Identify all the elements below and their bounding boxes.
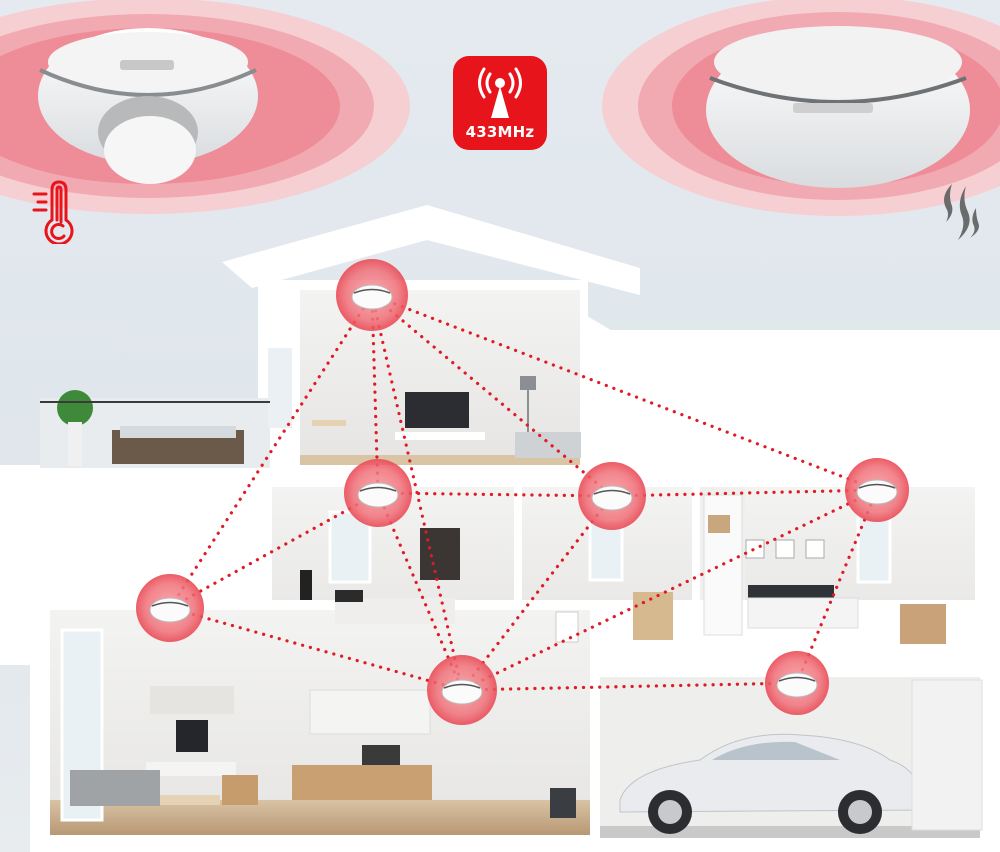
- smoke-icon: [944, 184, 979, 240]
- heat-detector-product: [0, 0, 410, 214]
- frequency-badge: 433MHz: [453, 56, 547, 150]
- car: [619, 733, 921, 834]
- node-attic: [336, 259, 408, 331]
- smoke-detector-product: [602, 0, 1000, 216]
- node-floor1-left: [136, 574, 204, 642]
- node-garage: [765, 651, 829, 715]
- wireless-antenna-icon: [478, 67, 522, 118]
- thermometer-icon: [32, 180, 74, 244]
- frequency-label: 433MHz: [465, 123, 535, 141]
- detector-nodes: [136, 259, 909, 725]
- house-cutaway: [0, 205, 1000, 852]
- node-floor2-right: [845, 458, 909, 522]
- node-floor2-mid: [578, 462, 646, 530]
- node-floor2-left: [344, 459, 412, 527]
- node-floor1-mid: [427, 655, 497, 725]
